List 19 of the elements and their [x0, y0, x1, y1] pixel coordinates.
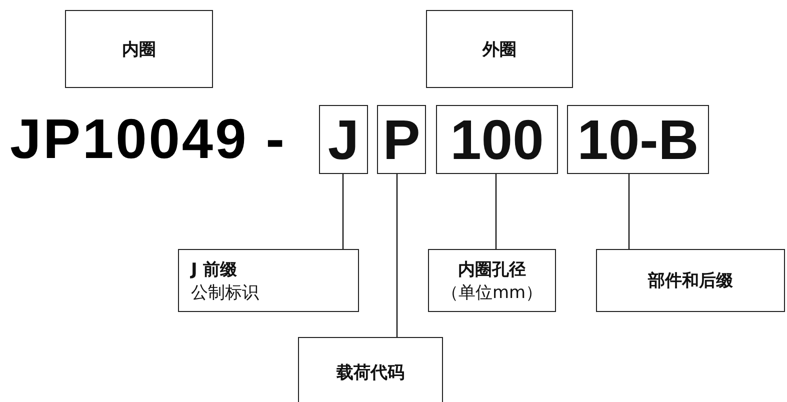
- leader-line: [495, 174, 497, 249]
- label-box: 内圈: [65, 10, 213, 88]
- label-box: 载荷代码: [298, 337, 443, 402]
- code-segment-box: 10-B: [567, 105, 709, 174]
- label-box: 部件和后缀: [596, 249, 785, 312]
- label-box: 外圈: [426, 10, 573, 88]
- part-number-text: JP10049 -: [10, 111, 286, 167]
- leader-line: [396, 174, 398, 337]
- code-segment-box: P: [377, 105, 426, 174]
- leader-line: [628, 174, 630, 249]
- code-segment-box: J: [319, 105, 368, 174]
- label-box: [428, 249, 556, 312]
- label-heading: 内圈孔径: [458, 258, 526, 280]
- code-segment-box: 100: [436, 105, 558, 174]
- label-heading: J 前缀: [191, 258, 238, 280]
- label-box: [178, 249, 359, 312]
- label-subtext: （单位mm）: [441, 282, 543, 304]
- label-subtext: 公制标识: [191, 282, 259, 304]
- leader-line: [342, 174, 344, 249]
